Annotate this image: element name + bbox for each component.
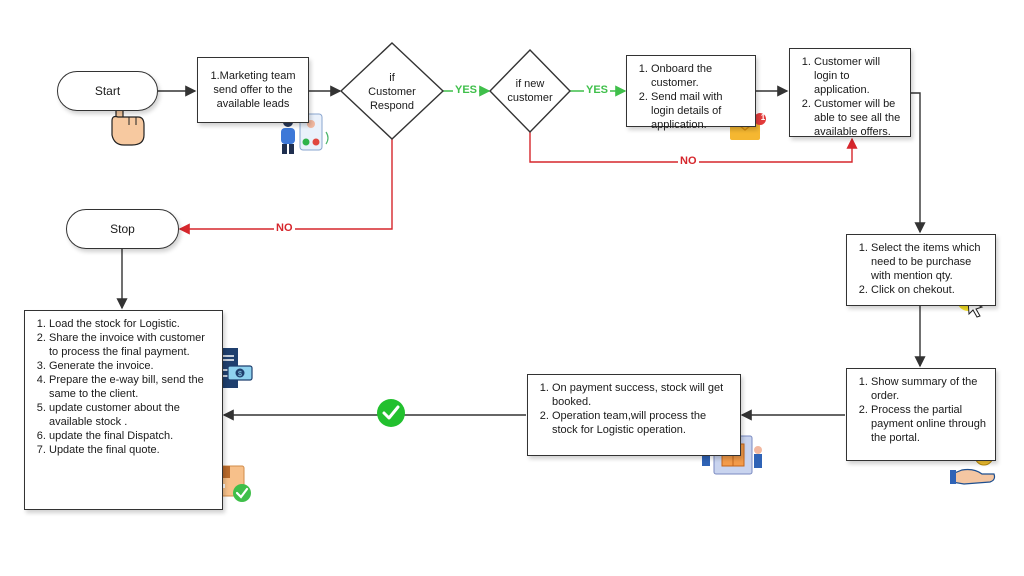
decision-respond-shape: [339, 42, 445, 140]
stop-terminal: Stop: [66, 209, 179, 249]
edge-label-yes-2: YES: [584, 84, 611, 96]
step-payment-item: On payment success, stock will get booke…: [552, 381, 732, 409]
step-payment: On payment success, stock will get booke…: [527, 374, 741, 456]
pointing-hand-icon: [111, 100, 145, 146]
decision-new-shape: [489, 48, 571, 134]
decision-respond-line2: Customer: [368, 86, 416, 98]
step-summary-item: Process the partial payment online throu…: [871, 403, 987, 445]
decision-new-line2: customer: [507, 92, 553, 104]
step-login-item: Customer will be able to see all the ava…: [814, 97, 902, 139]
check-circle-icon: [377, 399, 405, 427]
step-final-item: Share the invoice with customer to proce…: [49, 331, 214, 359]
step-select-item: Click on chekout.: [871, 283, 987, 297]
step-onboard: Onboard the customer. Send mail with log…: [626, 55, 756, 131]
edge-respond-no-stop: [178, 134, 393, 235]
svg-text:$: $: [238, 371, 242, 378]
step-login: Customer will login to application. Cust…: [789, 48, 911, 139]
step-final-item: Update the final quote.: [49, 443, 214, 457]
start-terminal: Start: [57, 71, 158, 111]
edge-label-no-1: NO: [678, 155, 699, 167]
edge-label-yes-1: YES: [453, 84, 480, 96]
step-final-item: Load the stock for Logistic.: [49, 317, 214, 331]
step-summary-item: Show summary of the order.: [871, 375, 987, 403]
step-marketing: 1.Marketing team send offer to the avail…: [197, 57, 309, 123]
step-final: Load the stock for Logistic. Share the i…: [24, 310, 223, 510]
edge-login-select: [911, 92, 926, 234]
decision-respond-line3: Respond: [369, 100, 415, 112]
step-onboard-item: Send mail with login details of applicat…: [651, 90, 747, 132]
step-login-item: Customer will login to application.: [814, 55, 902, 97]
step-final-item: Generate the invoice.: [49, 359, 214, 373]
step-marketing-label: 1.Marketing team send offer to the avail…: [210, 70, 296, 110]
step-select: Select the items which need to be purcha…: [846, 234, 996, 306]
step-final-item: Prepare the e-way bill, send the same to…: [49, 373, 214, 401]
step-payment-item: Operation team,will process the stock fo…: [552, 409, 732, 437]
marketing-team-icon: [281, 113, 329, 154]
mail-badge-count: 1: [760, 113, 766, 122]
decision-respond-line1: if: [389, 72, 395, 84]
step-final-item: update the final Dispatch.: [49, 429, 214, 443]
stop-label: Stop: [110, 222, 135, 236]
step-select-item: Select the items which need to be purcha…: [871, 241, 987, 283]
step-final-item: update customer about the available stoc…: [49, 401, 214, 429]
step-onboard-item: Onboard the customer.: [651, 62, 747, 90]
decision-new-line1: if new: [515, 78, 545, 90]
edge-label-no-2: NO: [274, 222, 295, 234]
decision-respond-label: if Customer Respond: [352, 71, 432, 113]
decision-new-label: if new customer: [495, 77, 565, 105]
start-label: Start: [94, 84, 121, 98]
step-summary: Show summary of the order. Process the p…: [846, 368, 996, 461]
